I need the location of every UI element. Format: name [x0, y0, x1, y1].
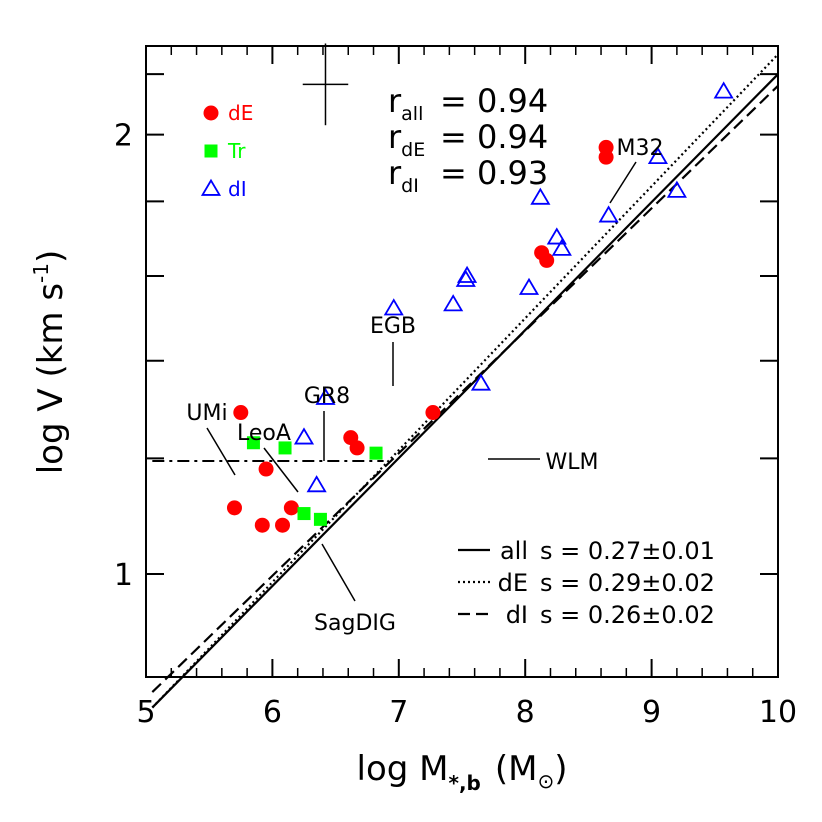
dE-point	[275, 517, 291, 533]
dE-point	[226, 500, 242, 516]
dI-point	[713, 81, 734, 99]
dI-point	[456, 265, 478, 283]
dI-point	[551, 238, 572, 256]
legend-label-Tr: Tr	[227, 139, 246, 163]
correlation-all: rall= 0.94	[388, 82, 548, 125]
correlation-dI: rdI= 0.93	[388, 154, 548, 197]
legend-label-dE: dE	[228, 101, 253, 125]
Tr-point	[246, 436, 260, 450]
data-points	[226, 43, 734, 533]
legend-marker-Tr	[204, 144, 218, 158]
Tr-point	[369, 446, 383, 460]
dI-point	[293, 427, 315, 445]
leader-line	[609, 161, 637, 204]
leader-line	[263, 447, 299, 493]
fit-legend-slope-dI: s = 0.26±0.02	[540, 601, 715, 629]
legend-marker-dE	[203, 105, 219, 121]
x-tick-label: 5	[136, 695, 155, 730]
dI-point	[647, 146, 668, 165]
dI-point	[546, 227, 567, 245]
dE-point	[254, 517, 270, 533]
x-tick-label: 6	[263, 695, 282, 730]
fit-legend: all s = 0.27±0.01 dE s = 0.29±0.02 dI s = 0.2…	[458, 537, 715, 629]
dE-point	[349, 440, 365, 456]
dE-point	[539, 252, 555, 268]
dI-point	[306, 475, 327, 493]
correlation-dE: rdE= 0.94	[388, 118, 548, 161]
fit-line-all	[151, 73, 779, 709]
Tr-point	[278, 441, 292, 455]
annotation-label: GR8	[304, 384, 350, 409]
fit-legend-label-all: all	[500, 537, 528, 565]
dI-point	[383, 298, 404, 316]
dE-point	[598, 149, 614, 165]
axis-ticks: 5 6 7 8 9 10 1 2	[114, 46, 797, 730]
legend-label-dI: dI	[228, 177, 247, 201]
dE-point	[258, 461, 274, 477]
Tr-point	[313, 512, 327, 526]
dI-point	[518, 277, 540, 295]
x-tick-label: 9	[642, 695, 661, 730]
annotation-label: UMi	[186, 401, 227, 426]
x-tick-label: 10	[759, 695, 797, 730]
x-tick-label: 8	[516, 695, 535, 730]
legend-marker-dI	[200, 178, 222, 196]
dI-point	[666, 180, 687, 198]
Tr-point	[297, 507, 311, 521]
fit-legend-slope-dE: s = 0.29±0.02	[540, 569, 715, 597]
fit-legend-label-dI: dI	[506, 601, 528, 629]
annotation-label: WLM	[546, 450, 599, 475]
annotation-label: SagDIG	[314, 611, 396, 636]
leader-line	[206, 427, 236, 476]
annotation-label: M32	[617, 136, 664, 161]
y-axis-label: log V (km s-1)	[29, 250, 71, 475]
annotation-label: EGB	[370, 314, 416, 339]
x-axis-label: log M*,b(M⊙)	[357, 749, 568, 795]
dI-point	[443, 294, 464, 312]
dI-point	[470, 373, 492, 391]
y-tick-label: 2	[114, 119, 133, 154]
fit-legend-slope-all: s = 0.27±0.01	[540, 537, 715, 565]
dI-point	[530, 187, 551, 205]
annotation-label: LeoA	[237, 421, 291, 446]
dI-point	[598, 205, 619, 223]
dE-point	[233, 405, 249, 421]
leader-line	[321, 543, 356, 602]
dE-point	[283, 500, 299, 516]
fit-legend-label-dE: dE	[498, 569, 528, 597]
y-tick-label: 1	[114, 558, 133, 593]
fit-line-dE	[151, 53, 779, 709]
x-tick-label: 7	[389, 695, 408, 730]
dI-point	[315, 387, 336, 405]
annotation-leaders	[206, 161, 637, 602]
dE-point	[425, 405, 441, 421]
dI-point	[455, 269, 476, 287]
legend: dE Tr dI	[200, 101, 253, 201]
